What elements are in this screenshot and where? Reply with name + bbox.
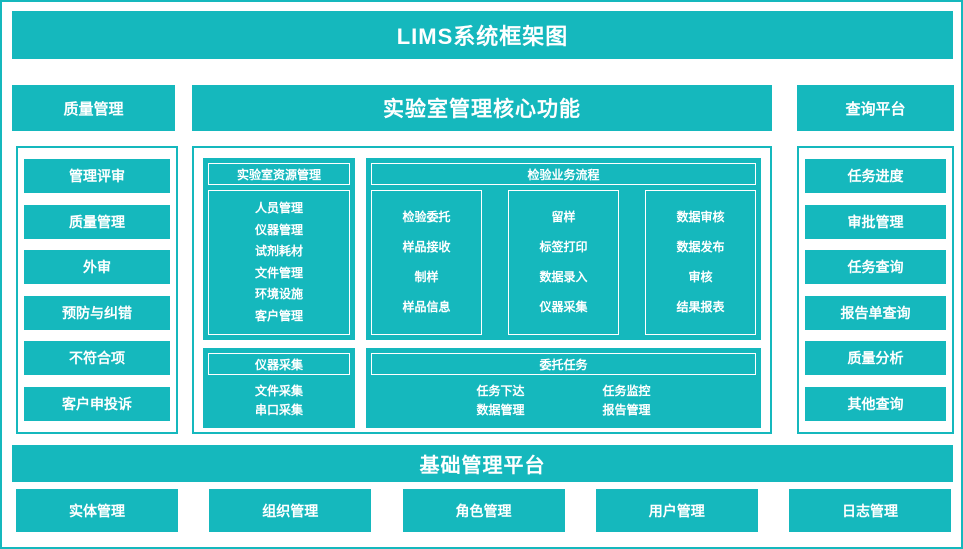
query-platform-panel: 任务进度 审批管理 任务查询 报告单查询 质量分析 其他查询: [797, 146, 954, 434]
panel-item-prevention-correction: 预防与纠错: [24, 295, 170, 330]
panel-item-task-query: 任务查询: [805, 250, 946, 285]
panel-item-nonconformance: 不符合项: [24, 341, 170, 376]
panel-item-quality-management: 质量管理: [24, 204, 170, 239]
panel-item-quality-analysis: 质量分析: [805, 341, 946, 376]
process-item: 检验委托: [402, 210, 451, 224]
instrument-collection-box: 仪器采集 文件采集 串口采集: [203, 348, 355, 428]
core-functions-container: 实验室资源管理 人员管理 仪器管理 试剂耗材 文件管理 环境设施 客户管理 检验…: [192, 146, 772, 434]
module-entity-management: 实体管理: [16, 489, 178, 532]
task-item: 任务监控: [602, 384, 651, 398]
commissioned-tasks-columns: 任务下达 数据管理 任务监控 报告管理: [371, 379, 756, 423]
instrument-collection-title: 仪器采集: [208, 353, 350, 375]
tasks-column-1: 任务下达 数据管理: [476, 379, 524, 423]
query-platform-header-box: 查询平台: [797, 85, 954, 131]
process-item: 仪器采集: [539, 300, 588, 314]
resource-item: 试剂耗材: [254, 244, 303, 259]
panel-item-other-query: 其他查询: [805, 386, 946, 421]
resource-item: 文件管理: [254, 265, 303, 280]
resource-item: 客户管理: [254, 308, 303, 323]
module-log-management: 日志管理: [789, 489, 951, 532]
process-item: 标签打印: [539, 240, 588, 254]
process-item: 留样: [551, 210, 576, 224]
base-platform-banner: 基础管理平台: [12, 445, 953, 482]
inspection-process-title: 检验业务流程: [371, 163, 756, 185]
lab-resource-management-title: 实验室资源管理: [208, 163, 350, 185]
panel-item-external-audit: 外审: [24, 250, 170, 285]
module-role-management: 角色管理: [402, 489, 565, 532]
process-item: 结果报表: [676, 300, 725, 314]
core-functions-header-box: 实验室管理核心功能: [192, 85, 772, 131]
instrument-collection-items: 文件采集 串口采集: [208, 379, 350, 423]
inspection-process-columns: 检验委托 样品接收 制样 样品信息 留样 标签打印 数据录入 仪器采集 数据审核…: [371, 190, 756, 335]
lab-resource-management-box: 实验室资源管理 人员管理 仪器管理 试剂耗材 文件管理 环境设施 客户管理: [203, 158, 355, 340]
process-column-2: 留样 标签打印 数据录入 仪器采集: [508, 190, 619, 335]
resource-item: 人员管理: [254, 201, 303, 216]
base-platform-modules: 实体管理 组织管理 角色管理 用户管理 日志管理: [2, 489, 961, 532]
process-column-3: 数据审核 数据发布 审核 结果报表: [645, 190, 756, 335]
process-item: 制样: [414, 270, 439, 284]
quality-management-header-box: 质量管理: [12, 85, 175, 131]
panel-item-approval-management: 审批管理: [805, 204, 946, 239]
module-organization-management: 组织管理: [209, 489, 372, 532]
process-item: 审核: [688, 270, 713, 284]
resource-item: 环境设施: [254, 287, 303, 302]
process-item: 样品信息: [402, 300, 451, 314]
process-item: 数据发布: [676, 240, 725, 254]
panel-item-customer-complaints: 客户申投诉: [24, 386, 170, 421]
process-item: 样品接收: [402, 240, 451, 254]
commissioned-tasks-title: 委托任务: [371, 353, 756, 375]
quality-management-panel: 管理评审 质量管理 外审 预防与纠错 不符合项 客户申投诉: [16, 146, 178, 434]
task-item: 数据管理: [476, 403, 525, 417]
instrument-item: 文件采集: [254, 384, 303, 398]
resource-item: 仪器管理: [254, 222, 303, 237]
task-item: 任务下达: [476, 384, 525, 398]
commissioned-tasks-box: 委托任务 任务下达 数据管理 任务监控 报告管理: [366, 348, 761, 428]
lab-resource-items: 人员管理 仪器管理 试剂耗材 文件管理 环境设施 客户管理: [208, 190, 350, 335]
tasks-column-2: 任务监控 报告管理: [603, 379, 651, 423]
inspection-process-box: 检验业务流程 检验委托 样品接收 制样 样品信息 留样 标签打印 数据录入 仪器…: [366, 158, 761, 340]
panel-item-report-query: 报告单查询: [805, 295, 946, 330]
task-item: 报告管理: [602, 403, 651, 417]
module-user-management: 用户管理: [595, 489, 758, 532]
instrument-item: 串口采集: [254, 403, 303, 417]
process-column-1: 检验委托 样品接收 制样 样品信息: [371, 190, 482, 335]
process-item: 数据录入: [539, 270, 588, 284]
diagram-title: LIMS系统框架图: [12, 11, 953, 59]
process-item: 数据审核: [676, 210, 725, 224]
panel-item-management-review: 管理评审: [24, 159, 170, 194]
panel-item-task-progress: 任务进度: [805, 159, 946, 194]
